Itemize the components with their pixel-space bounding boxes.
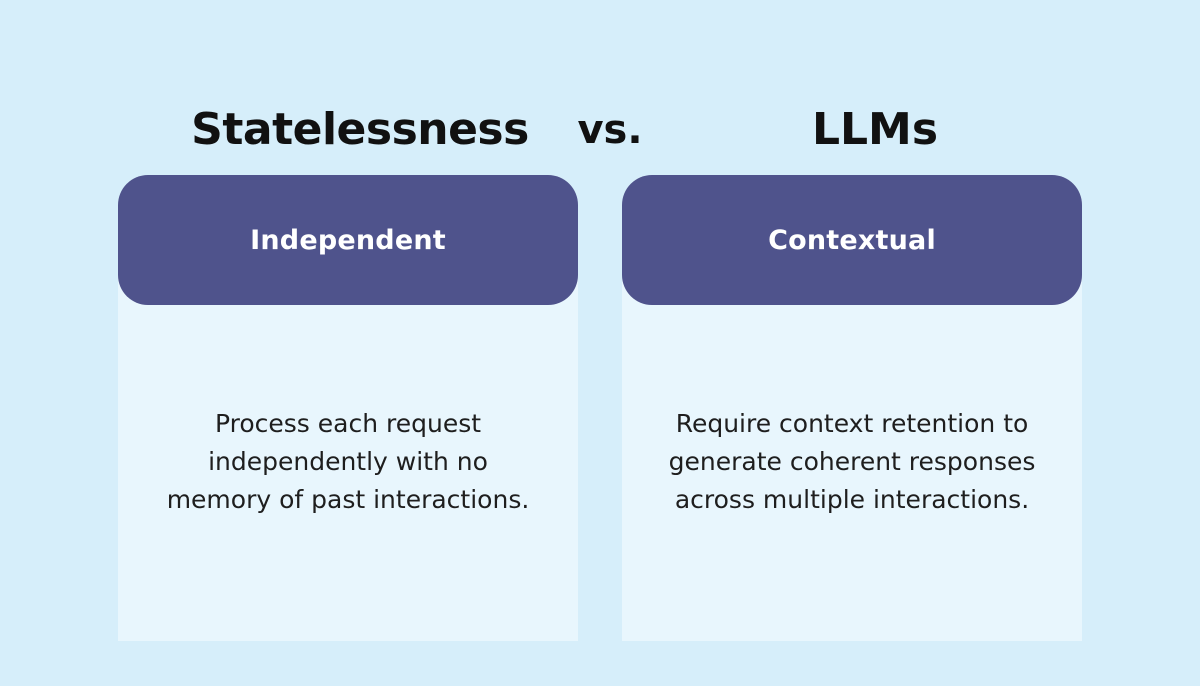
description-line: Require context retention to xyxy=(675,409,1029,438)
description-line: across multiple interactions. xyxy=(674,485,1030,514)
llms-card-header: Contextual xyxy=(622,175,1082,305)
llms-heading: LLMs xyxy=(811,104,939,155)
llms-card-header-label: Contextual xyxy=(768,224,936,256)
statelessness-card-header: Independent xyxy=(118,175,578,305)
description-line: generate coherent responses xyxy=(668,447,1036,476)
llms-card: Contextual Require context retention to … xyxy=(622,175,1082,641)
statelessness-heading: Statelessness xyxy=(191,104,529,155)
vs-label: vs. xyxy=(577,107,643,153)
statelessness-card-description: Process each request independently with … xyxy=(138,405,558,519)
description-line: memory of past interactions. xyxy=(166,485,530,514)
statelessness-card: Independent Process each request indepen… xyxy=(118,175,578,641)
llms-card-description: Require context retention to generate co… xyxy=(642,405,1062,519)
description-line: Process each request xyxy=(214,409,482,438)
description-line: independently with no xyxy=(208,447,488,476)
statelessness-card-header-label: Independent xyxy=(250,224,446,256)
